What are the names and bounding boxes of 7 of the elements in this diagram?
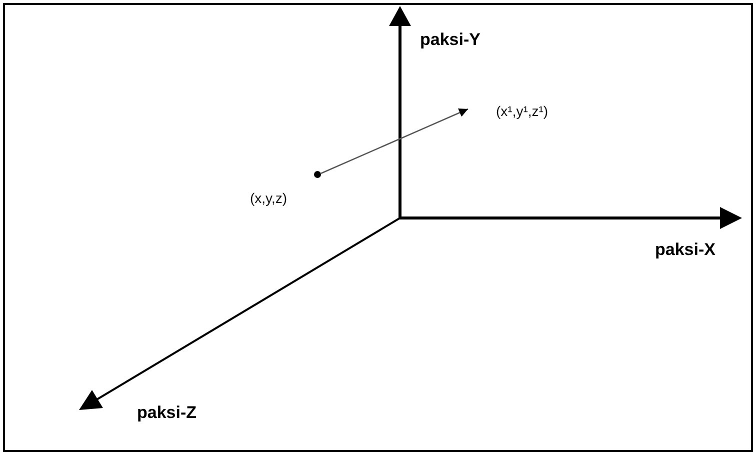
axis-label: paksi-X [655,240,716,260]
axis-label: paksi-Z [137,403,197,423]
point-dot [314,171,321,178]
axis-label: paksi-Y [420,30,480,50]
vector-arrow [320,108,468,174]
point-label: (x,y,z) [250,190,288,206]
point-label: (x¹,y¹,z¹) [496,103,548,119]
